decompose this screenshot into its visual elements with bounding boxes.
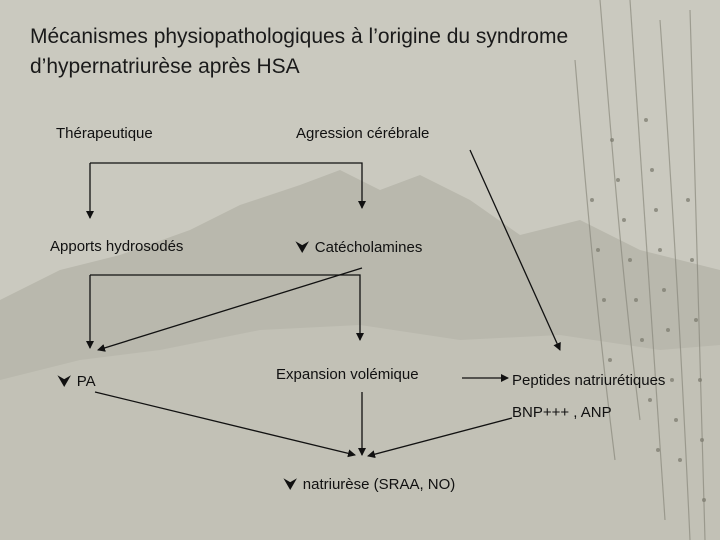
arrow-bnp-natriurese <box>368 418 512 456</box>
title-line-1: Mécanismes physiopathologiques à l’origi… <box>30 22 710 52</box>
increase-arrow-icon: ⮟ <box>296 238 309 256</box>
arrow-therapeutique-catecholamines <box>90 163 362 208</box>
node-natriurese: ⮟ natriurèse (SRAA, NO) <box>284 475 455 493</box>
arrow-catecholamines-pa <box>98 268 362 350</box>
arrow-pa-natriurese <box>95 392 355 455</box>
node-bnp-anp: BNP+++ , ANP <box>512 404 612 421</box>
increase-arrow-icon: ⮟ <box>58 372 71 390</box>
node-natriurese-label: natriurèse (SRAA, NO) <box>303 476 456 493</box>
increase-arrow-icon: ⮟ <box>284 475 297 493</box>
arrow-agression-peptides <box>470 150 560 350</box>
node-pa: ⮟ PA <box>58 372 96 390</box>
node-agression-cerebrale: Agression cérébrale <box>296 125 429 142</box>
node-expansion-volemique: Expansion volémique <box>276 366 419 383</box>
node-therapeutique: Thérapeutique <box>56 125 153 142</box>
page-title: Mécanismes physiopathologiques à l’origi… <box>30 22 710 82</box>
title-line-2: d’hypernatriurèse après HSA <box>30 52 710 82</box>
node-catecholamines: ⮟ Catécholamines <box>296 238 422 256</box>
node-catecholamines-label: Catécholamines <box>315 239 423 256</box>
node-peptides-natriuretiques: Peptides natriurétiques <box>512 372 665 389</box>
arrow-apports-expansion <box>90 275 360 340</box>
node-pa-label: PA <box>77 373 96 390</box>
node-apports-hydrosodes: Apports hydrosodés <box>50 238 183 255</box>
